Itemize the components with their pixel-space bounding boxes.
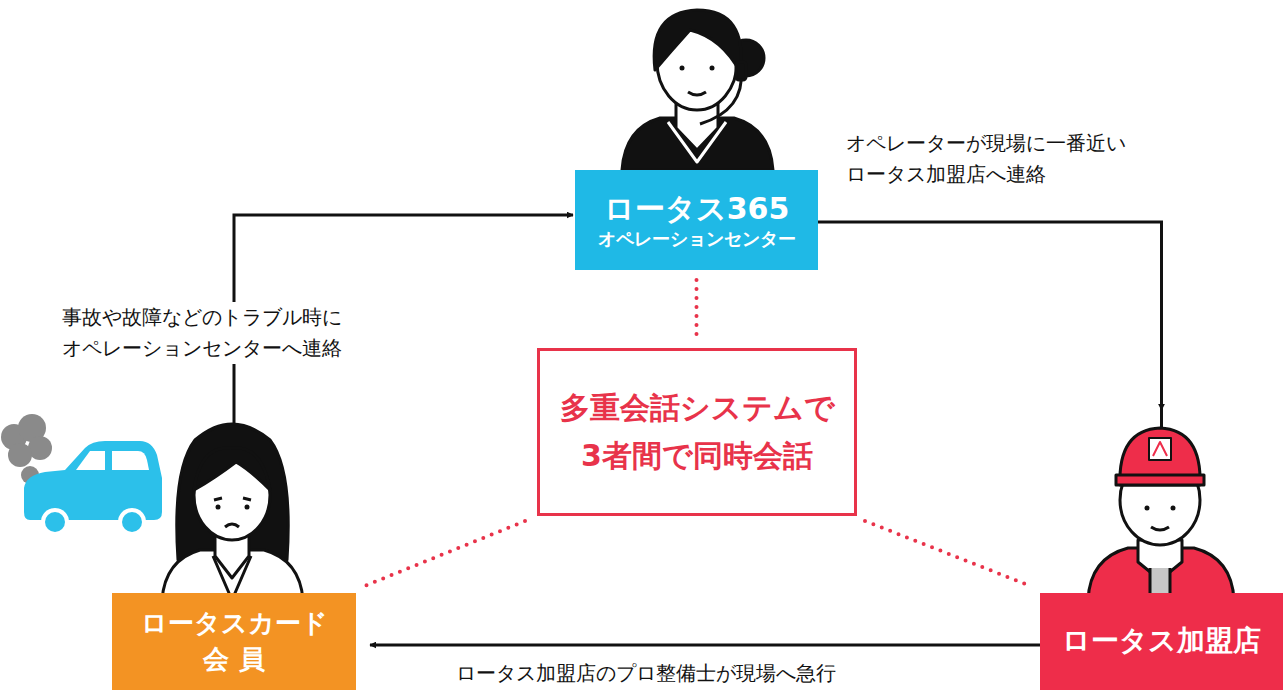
- node-title: ロータス365: [604, 190, 790, 228]
- connector-line: [362, 521, 525, 587]
- member-person: [162, 424, 303, 600]
- connector-line: [234, 215, 573, 593]
- mechanic-person: [1088, 428, 1234, 600]
- connector-line: [695, 280, 699, 342]
- connector-line: [370, 644, 1040, 647]
- edge-label: ロータス加盟店のプロ整備士が現場へ急行: [452, 658, 840, 689]
- flow-arrow: [234, 215, 573, 593]
- feature-box: 多重会話システムで 3者間で同時会話: [537, 348, 857, 516]
- dotted-link: [696, 280, 697, 342]
- node-title: ロータス加盟店: [1062, 623, 1261, 659]
- flow-arrow: [370, 645, 1040, 646]
- car-illustration: [24, 441, 162, 536]
- edge-label: オペレーターが現場に一番近い ロータス加盟店へ連絡: [842, 128, 1230, 190]
- shop-box: ロータス加盟店: [1040, 593, 1283, 690]
- dotted-link: [865, 521, 1028, 585]
- dotted-link: [362, 521, 525, 587]
- flow-arrow: [818, 222, 1162, 593]
- edge-label: 事故や故障などのトラブル時に オペレーションセンターへ連絡: [58, 302, 426, 364]
- member-box: ロータスカード 会 員: [112, 593, 356, 690]
- center-box: ロータス365オペレーションセンター: [575, 170, 818, 270]
- node-title: 多重会話システムで 3者間で同時会話: [560, 384, 835, 480]
- smoke-cloud: [1, 414, 52, 494]
- connector-line: [1160, 410, 1163, 593]
- node-title: ロータスカード 会 員: [132, 606, 336, 676]
- connector-line: [818, 222, 1162, 410]
- connector-line: [865, 521, 1028, 585]
- operator-person: [622, 10, 773, 170]
- node-subtitle: オペレーションセンター: [598, 228, 796, 251]
